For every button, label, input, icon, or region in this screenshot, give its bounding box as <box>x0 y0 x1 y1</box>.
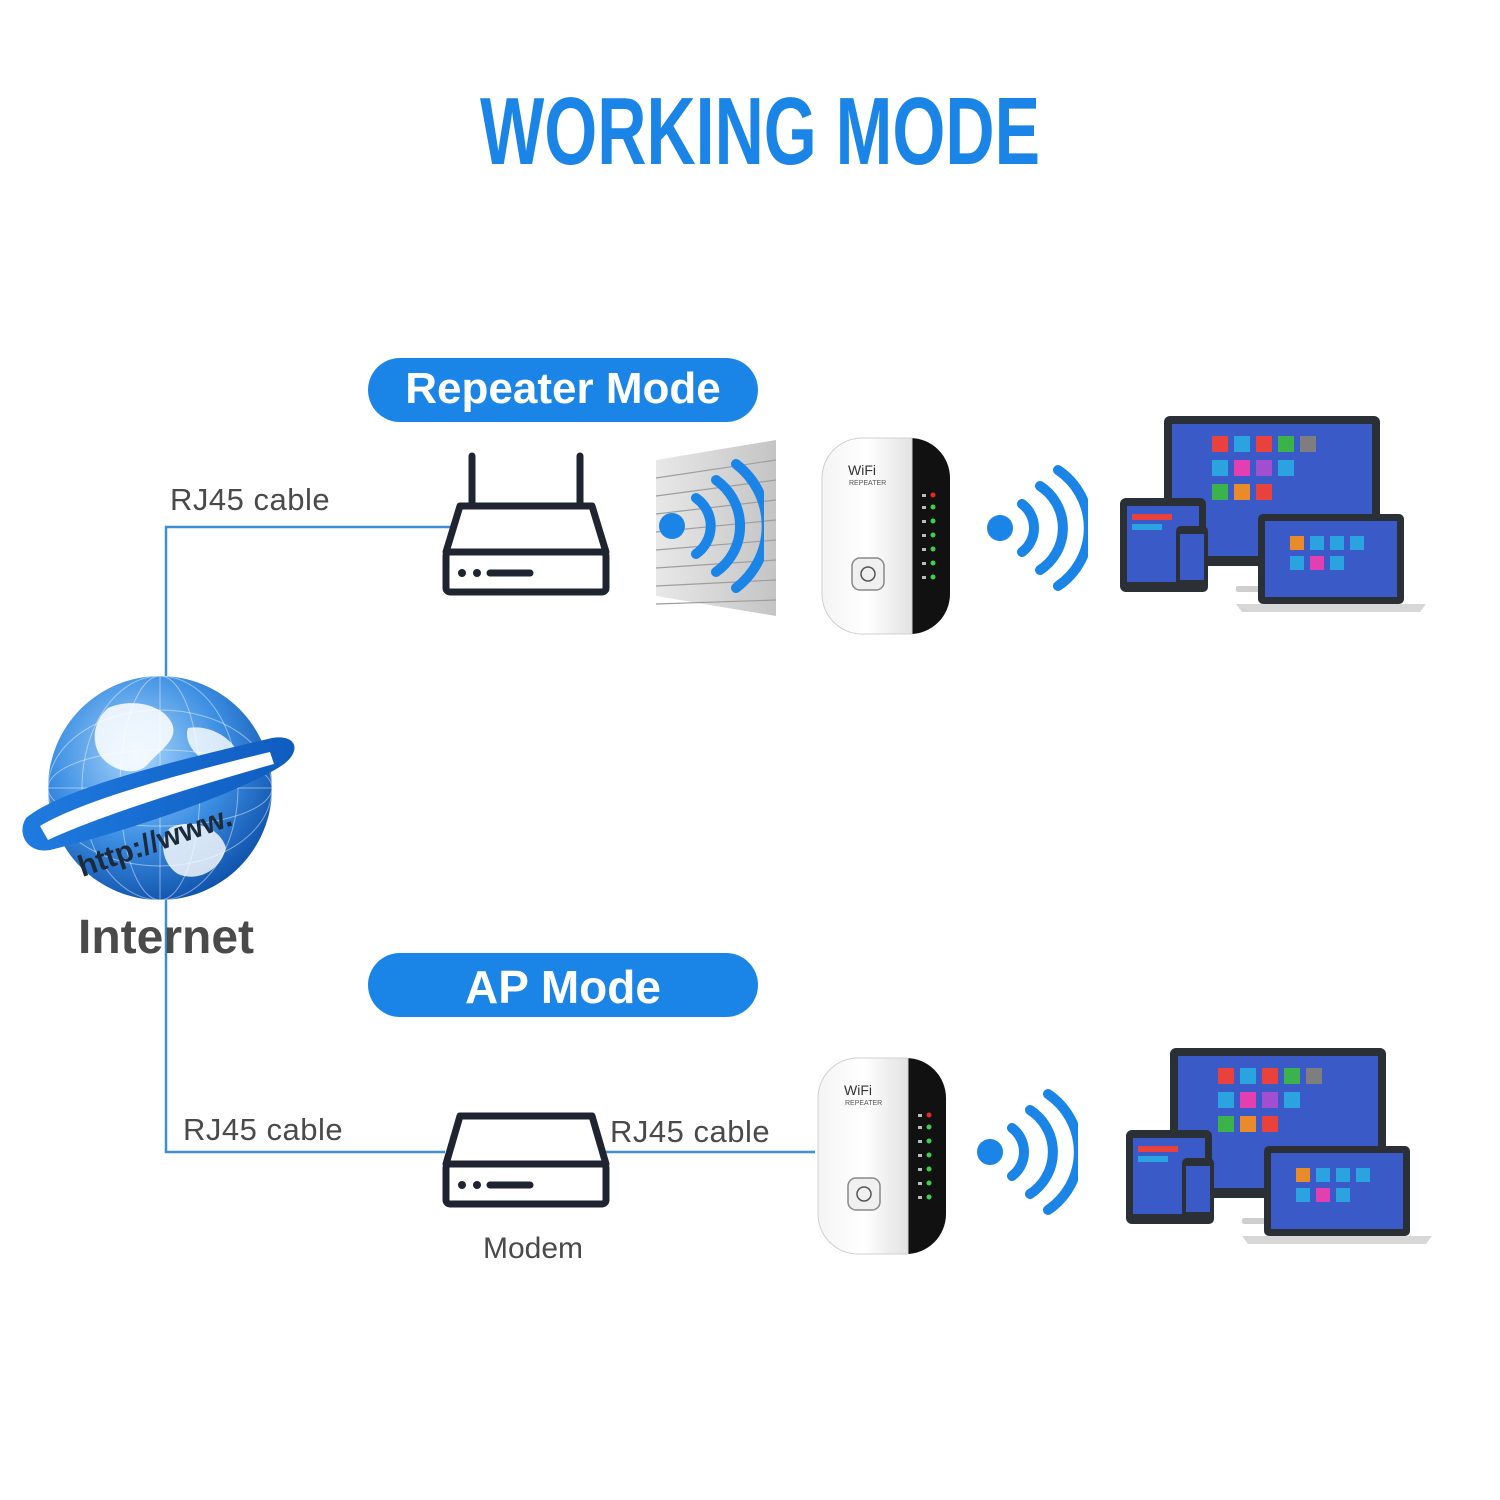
title-text: WORKING MODE <box>480 78 1040 185</box>
wall-wifi-signal-icon <box>659 459 764 593</box>
internet-label: Internet <box>78 911 255 964</box>
repeater-model-text: REPEATER <box>849 480 886 487</box>
wps-button[interactable] <box>851 557 885 591</box>
ap-cable-line-left <box>164 888 445 1154</box>
repeater-cable-label: RJ45 cable <box>170 482 331 517</box>
client-devices-bottom <box>1126 1048 1432 1244</box>
router-icon <box>442 452 610 596</box>
modem-label: Modem <box>483 1232 584 1265</box>
repeater-wifi-signal-icon <box>987 465 1088 591</box>
repeater-model-text-bottom: REPEATER <box>845 1100 882 1107</box>
wifi-repeater-device-bottom: WiFi REPEATER <box>817 1057 946 1255</box>
ap-cable-left-label: RJ45 cable <box>183 1112 344 1147</box>
ap-cable-right-label: RJ45 cable <box>610 1114 771 1149</box>
ap-wifi-signal-icon <box>977 1089 1078 1215</box>
client-devices-top <box>1120 416 1426 612</box>
modem-icon <box>442 1112 610 1208</box>
page-title: WORKING MODE <box>0 62 1500 192</box>
repeater-cable-line <box>164 525 455 676</box>
repeater-brand-text-bottom: WiFi <box>844 1082 872 1098</box>
wifi-repeater-device-top: WiFi REPEATER <box>821 437 950 635</box>
wps-button-bottom[interactable] <box>847 1177 881 1211</box>
ap-mode-badge: AP Mode <box>368 953 758 1017</box>
repeater-brand-text: WiFi <box>848 462 876 478</box>
internet-globe-icon: http://www. <box>22 675 295 901</box>
repeater-mode-badge: Repeater Mode <box>368 358 758 422</box>
